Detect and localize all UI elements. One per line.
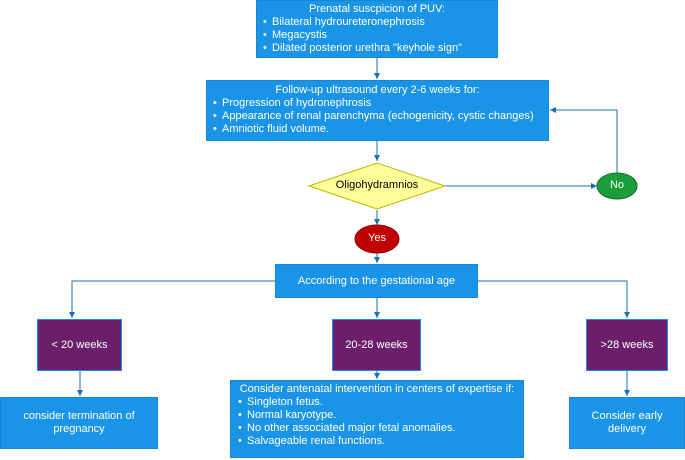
branch-20-28-label: 20-28 weeks <box>345 338 408 351</box>
outcome-early-delivery-label: Consider early delivery <box>591 410 663 435</box>
outcome-termination-box: consider termination of pregnancy <box>0 397 158 449</box>
intervention-criterion: No other associated major fetal anomalie… <box>237 422 517 435</box>
arrow-gestational-to-lt20 <box>69 280 275 318</box>
followup-item: Amniotic fluid volume. <box>212 123 543 136</box>
prenatal-item: Dilated posterior urethra "keyhole sign" <box>262 42 492 55</box>
followup-item: Appearance of renal parenchyma (echogeni… <box>212 110 543 123</box>
followup-item: Progression of hydronephrosis <box>212 97 543 110</box>
yes-label: Yes <box>368 232 386 244</box>
prenatal-suspicion-box: Prenatal suscpicion of PUV: Bilateral hy… <box>256 0 498 58</box>
intervention-criterion: Singleton fetus. <box>237 396 517 409</box>
branch-lt20-box: < 20 weeks <box>37 319 122 371</box>
gestational-age-box: According to the gestational age <box>275 264 478 298</box>
intervention-criterion: Salvageable renal functions. <box>237 435 517 448</box>
outcome-early-delivery-box: Consider early delivery <box>569 397 685 449</box>
outcome-intervention-box: Consider antenatal intervention in cente… <box>230 380 524 458</box>
arrow-no-loop-back <box>550 107 618 173</box>
followup-title: Follow-up ultrasound every 2-6 weeks for… <box>275 84 480 96</box>
arrow-gestational-to-gt28 <box>478 280 630 318</box>
oligohydramnios-label: Oligohydramnios <box>335 179 419 191</box>
branch-gt28-label: >28 weeks <box>600 338 654 351</box>
branch-20-28-box: 20-28 weeks <box>332 319 421 371</box>
oligohydramnios-diamond <box>307 162 447 210</box>
prenatal-list: Bilateral hydroureteronephrosis Megacyst… <box>262 16 492 55</box>
outcome-intervention-title: Consider antenatal intervention in cente… <box>239 383 515 395</box>
followup-ultrasound-box: Follow-up ultrasound every 2-6 weeks for… <box>206 80 549 141</box>
no-label: No <box>609 179 625 191</box>
branch-lt20-label: < 20 weeks <box>51 338 108 351</box>
prenatal-item: Bilateral hydroureteronephrosis <box>262 16 492 29</box>
intervention-criterion: Normal karyotype. <box>237 409 517 422</box>
followup-list: Progression of hydronephrosis Appearance… <box>212 97 543 136</box>
prenatal-item: Megacystis <box>262 29 492 42</box>
outcome-intervention-list: Singleton fetus. Normal karyotype. No ot… <box>237 396 517 448</box>
gestational-age-label: According to the gestational age <box>297 274 456 287</box>
branch-gt28-box: >28 weeks <box>586 319 668 371</box>
yes-oval <box>354 224 400 254</box>
no-oval <box>596 172 638 200</box>
outcome-termination-label: consider termination of pregnancy <box>23 410 135 435</box>
prenatal-title: Prenatal suscpicion of PUV: <box>309 3 445 15</box>
